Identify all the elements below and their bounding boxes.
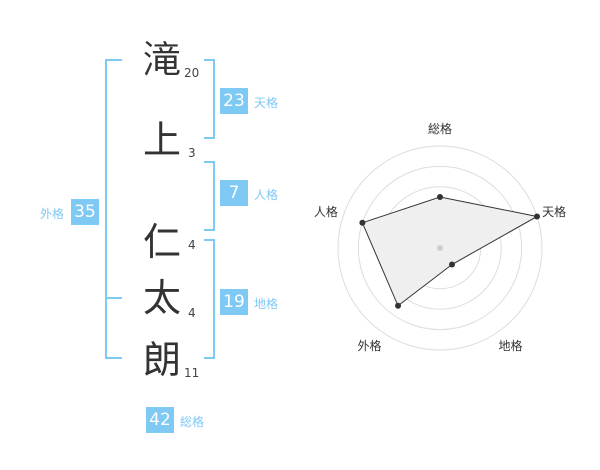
jinkaku-label: 人格: [254, 188, 279, 202]
soukaku-value: 42: [146, 407, 174, 433]
radar-axis-label: 外格: [357, 339, 382, 354]
name-char-4: 太: [142, 276, 181, 320]
tenkaku-value: 23: [220, 88, 248, 114]
jinkaku-value: 7: [220, 180, 248, 206]
radar-ring: [357, 165, 523, 331]
stroke-count-5: 11: [184, 366, 200, 380]
radar-polygon: [361, 196, 539, 307]
gaikaku-label: 外格: [40, 207, 65, 221]
chikaku-value: 19: [220, 289, 248, 315]
radar-point-4: [395, 302, 402, 309]
stroke-count-3: 4: [188, 238, 196, 252]
radar-point-2: [534, 213, 541, 220]
radar-point-5: [359, 219, 366, 226]
radar-axis-label: 人格: [313, 204, 338, 219]
radar-axis-label: 天格: [542, 204, 567, 219]
gaikaku-value: 35: [71, 199, 99, 225]
radar-points: [359, 194, 541, 309]
radar-point-3: [448, 261, 455, 268]
stroke-count-1: 20: [184, 66, 200, 80]
radar-axis-label: 地格: [498, 339, 523, 354]
name-char-2: 上: [142, 118, 181, 162]
soukaku-label: 総格: [180, 415, 205, 429]
stroke-count-2: 3: [188, 146, 196, 160]
stroke-count-4: 4: [188, 306, 196, 320]
name-char-5: 朗: [142, 338, 181, 382]
name-char-3: 仁: [142, 220, 181, 264]
radar-point-1: [437, 194, 443, 200]
radar-axis-label: 総格: [428, 122, 453, 136]
radar-center: [437, 245, 443, 251]
name-char-1: 滝: [142, 38, 181, 82]
radar-chart: [337, 145, 543, 351]
radar-ring: [337, 145, 543, 351]
chikaku-label: 地格: [254, 297, 279, 311]
tenkaku-label: 天格: [254, 96, 279, 110]
